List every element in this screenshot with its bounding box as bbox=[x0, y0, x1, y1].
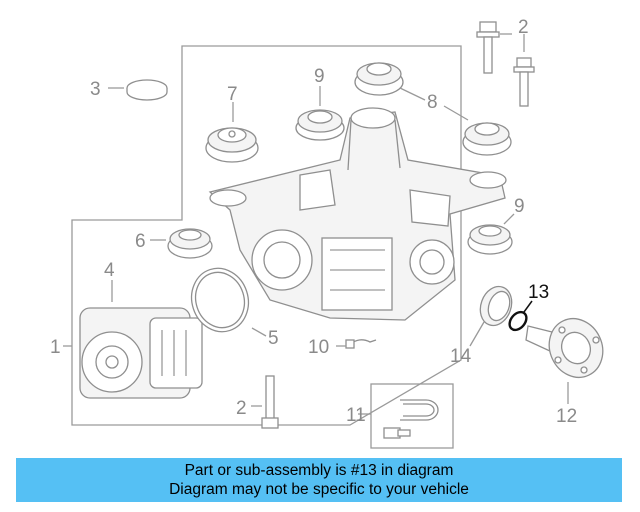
callout-11: 11 bbox=[346, 405, 366, 426]
callout-13: 13 bbox=[528, 282, 549, 303]
part-8-mount-left[interactable] bbox=[354, 62, 404, 96]
callout-12: 12 bbox=[556, 406, 577, 427]
part-9-mount-upper[interactable] bbox=[295, 109, 345, 141]
part-7-mount[interactable] bbox=[205, 127, 259, 163]
part-8-mount-right[interactable] bbox=[462, 122, 512, 156]
part-6-mount[interactable] bbox=[167, 228, 213, 259]
part-3-washer[interactable] bbox=[126, 79, 168, 101]
callout-2-lower: 2 bbox=[236, 398, 247, 419]
part-9-mount-lower[interactable] bbox=[467, 224, 513, 255]
callout-14: 14 bbox=[450, 346, 472, 367]
callout-9-lower: 9 bbox=[514, 196, 525, 217]
differential-housing[interactable] bbox=[208, 107, 507, 321]
part-13-o-ring[interactable] bbox=[506, 309, 530, 333]
exploded-parts-diagram: 1 2 2 3 4 5 6 7 8 9 9 10 11 12 13 14 bbox=[50, 17, 612, 449]
part-2-bolt-upper[interactable] bbox=[476, 21, 500, 74]
part-4-coupling-unit[interactable] bbox=[79, 307, 203, 399]
callout-9-upper: 9 bbox=[314, 66, 325, 87]
callout-8: 8 bbox=[427, 92, 438, 113]
banner-line-part: Part or sub-assembly is #13 in diagram bbox=[184, 462, 454, 479]
callout-10: 10 bbox=[308, 337, 329, 358]
part-14-seal[interactable] bbox=[475, 282, 517, 330]
callout-3: 3 bbox=[90, 79, 101, 100]
callout-4: 4 bbox=[104, 260, 115, 281]
callout-7: 7 bbox=[227, 84, 238, 105]
banner-line-disclaimer: Diagram may not be specific to your vehi… bbox=[169, 481, 469, 498]
part-12-flange[interactable] bbox=[525, 310, 612, 386]
part-2-bolt-lower[interactable] bbox=[261, 375, 279, 429]
part-10-breather[interactable] bbox=[345, 339, 377, 349]
callout-1: 1 bbox=[50, 337, 61, 358]
info-banner: Part or sub-assembly is #13 in diagram D… bbox=[16, 458, 622, 502]
part-5-gasket[interactable] bbox=[183, 261, 256, 339]
callout-6: 6 bbox=[135, 231, 146, 252]
callout-5: 5 bbox=[268, 328, 279, 349]
part-2-bolt-upper-right[interactable] bbox=[513, 57, 535, 107]
callout-2-upper: 2 bbox=[518, 17, 529, 38]
part-11-clamp-kit[interactable] bbox=[370, 383, 454, 449]
assembly-outline bbox=[71, 45, 462, 426]
